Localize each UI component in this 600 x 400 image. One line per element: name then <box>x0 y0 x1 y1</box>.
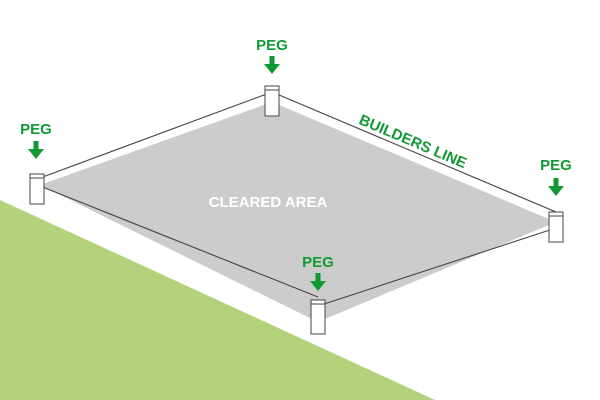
peg-top <box>264 85 280 117</box>
peg-bottom <box>310 299 326 335</box>
peg-label-bottom: PEG <box>302 254 334 271</box>
cleared-area-label: CLEARED AREA <box>209 194 328 211</box>
arrow-down-icon <box>28 141 44 159</box>
peg-right <box>548 211 564 243</box>
peg-label-top: PEG <box>256 37 288 54</box>
peg-label-left: PEG <box>20 121 52 138</box>
cleared-area <box>40 102 556 322</box>
arrow-down-icon <box>548 178 564 196</box>
peg-left <box>29 173 45 205</box>
arrow-down-icon <box>264 56 280 74</box>
builders-line-strings <box>39 91 557 307</box>
grass-area <box>0 200 435 400</box>
peg-label-right: PEG <box>540 157 572 174</box>
